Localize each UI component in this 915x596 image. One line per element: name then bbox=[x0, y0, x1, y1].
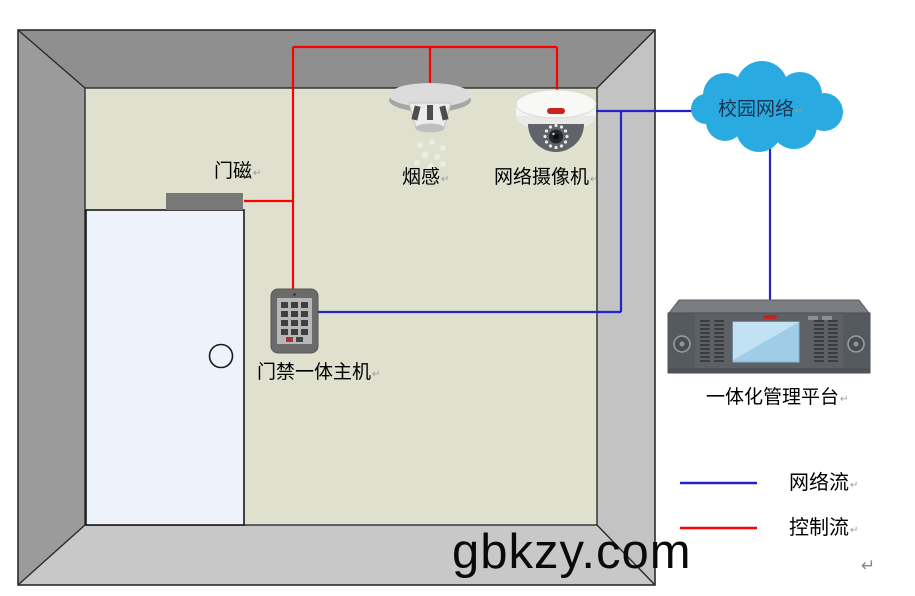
server-dahua-logo bbox=[763, 315, 777, 319]
keypad-buttons bbox=[281, 302, 308, 335]
server-icon bbox=[667, 299, 871, 374]
line-break-mark: ↵ bbox=[850, 480, 859, 491]
access-host-label: 门禁一体主机↵ bbox=[257, 362, 381, 383]
cloud-label: 校园网络↵ bbox=[718, 99, 804, 120]
line-break-mark: ↵ bbox=[840, 394, 849, 405]
smoke-detector-vents bbox=[411, 105, 449, 121]
control-flow-lines bbox=[244, 45, 559, 291]
room-left-wall bbox=[18, 30, 85, 585]
door-knob bbox=[208, 343, 234, 369]
access-keypad-icon bbox=[270, 288, 319, 354]
line-break-mark: ↵ bbox=[795, 106, 804, 117]
paragraph-return-mark: ↵ bbox=[861, 556, 876, 575]
door bbox=[85, 193, 245, 526]
server-vents bbox=[700, 320, 838, 362]
room-box bbox=[17, 29, 656, 586]
line-break-mark: ↵ bbox=[372, 369, 381, 380]
room-ceiling bbox=[18, 30, 655, 88]
watermark-text: gbkzy.com bbox=[452, 525, 692, 579]
platform-label: 一体化管理平台↵ bbox=[706, 387, 849, 408]
line-break-mark: ↵ bbox=[441, 174, 450, 185]
room-corner-edges bbox=[17, 29, 656, 586]
line-break-mark: ↵ bbox=[590, 174, 599, 185]
line-break-mark: ↵ bbox=[850, 525, 859, 536]
camera-label: 网络摄像机↵ bbox=[494, 167, 599, 188]
legend-label-control: 控制流↵ bbox=[789, 517, 859, 539]
camera-ir-leds bbox=[543, 123, 569, 150]
dahua-logo bbox=[547, 108, 565, 114]
door-magnet-label: 门磁↵ bbox=[214, 161, 262, 182]
room-inner-border bbox=[84, 87, 598, 526]
smoke-detector-icon bbox=[389, 83, 471, 178]
dome-camera-icon bbox=[515, 89, 597, 152]
room-right-wall bbox=[597, 30, 655, 585]
line-break-mark: ↵ bbox=[253, 168, 262, 179]
legend-label-network: 网络流↵ bbox=[789, 472, 859, 494]
smoke-detector-label: 烟感↵ bbox=[402, 167, 450, 188]
door-magnet-icon bbox=[166, 193, 243, 210]
room-floor bbox=[18, 525, 655, 585]
room-outer-border bbox=[17, 29, 656, 586]
cloud-icon bbox=[691, 61, 843, 152]
network-flow-lines bbox=[318, 109, 772, 314]
smoke-puffs bbox=[414, 139, 446, 178]
